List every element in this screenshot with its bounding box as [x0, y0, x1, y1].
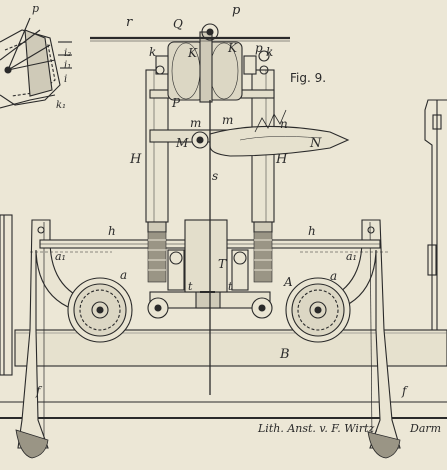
label-s: s: [212, 169, 218, 183]
column-right-H: [251, 69, 275, 283]
label-h-left: h: [108, 224, 116, 238]
label-p-right: p: [255, 41, 263, 55]
label-f-left: f: [35, 384, 43, 398]
label-Q: Q: [173, 17, 183, 31]
label-f-right: f: [401, 384, 409, 398]
figure-caption: Fig. 9.: [290, 71, 326, 85]
label-H-left: H: [129, 152, 142, 167]
wheel-left: [67, 277, 133, 343]
label-M: M: [175, 136, 189, 150]
label-A: A: [283, 275, 293, 289]
partial-label-k1: k₁: [56, 100, 66, 111]
label-a1-left: a₁: [55, 250, 66, 263]
label-N: N: [309, 136, 322, 151]
partial-gear-figure: [0, 5, 72, 115]
partial-label-i1: i₁: [64, 60, 71, 71]
label-t-right: t: [228, 280, 233, 293]
label-P: P: [171, 96, 181, 110]
lever-N: [191, 109, 350, 157]
partial-label-p: p: [32, 2, 39, 15]
wheel-right: [285, 277, 351, 343]
label-T: T: [218, 257, 227, 271]
label-K-right: K: [227, 41, 238, 55]
label-p-top: p: [232, 3, 241, 18]
roller-assembly-K: [155, 23, 270, 103]
label-K-left: K: [187, 46, 198, 60]
label-t-left: t: [188, 280, 193, 293]
label-H-right: H: [275, 152, 288, 167]
left-edge-fragment: [0, 214, 13, 376]
label-r: r: [126, 15, 133, 30]
partial-label-i2: i₂: [64, 48, 71, 59]
label-a1-right: a₁: [346, 250, 357, 263]
label-k-left: k: [149, 45, 156, 59]
label-a-right: a: [330, 269, 337, 283]
label-B: B: [279, 347, 290, 362]
drawing-labels: r Q p K K k p k Fig. 9. P m m n M N H H …: [32, 2, 441, 435]
label-k-right: k: [266, 45, 273, 59]
label-m-left: m: [190, 116, 201, 130]
label-m-right: m: [222, 113, 233, 127]
label-a-left: a: [120, 268, 127, 282]
place-fragment: Darm: [409, 422, 441, 435]
label-h-right: h: [308, 224, 316, 238]
lithographer-credit: Lith. Anst. v. F. Wirtz,: [257, 422, 378, 435]
column-left-H: [145, 69, 169, 283]
right-edge-fragment: [424, 99, 447, 346]
partial-label-i: i: [64, 74, 67, 85]
label-n: n: [280, 117, 288, 131]
